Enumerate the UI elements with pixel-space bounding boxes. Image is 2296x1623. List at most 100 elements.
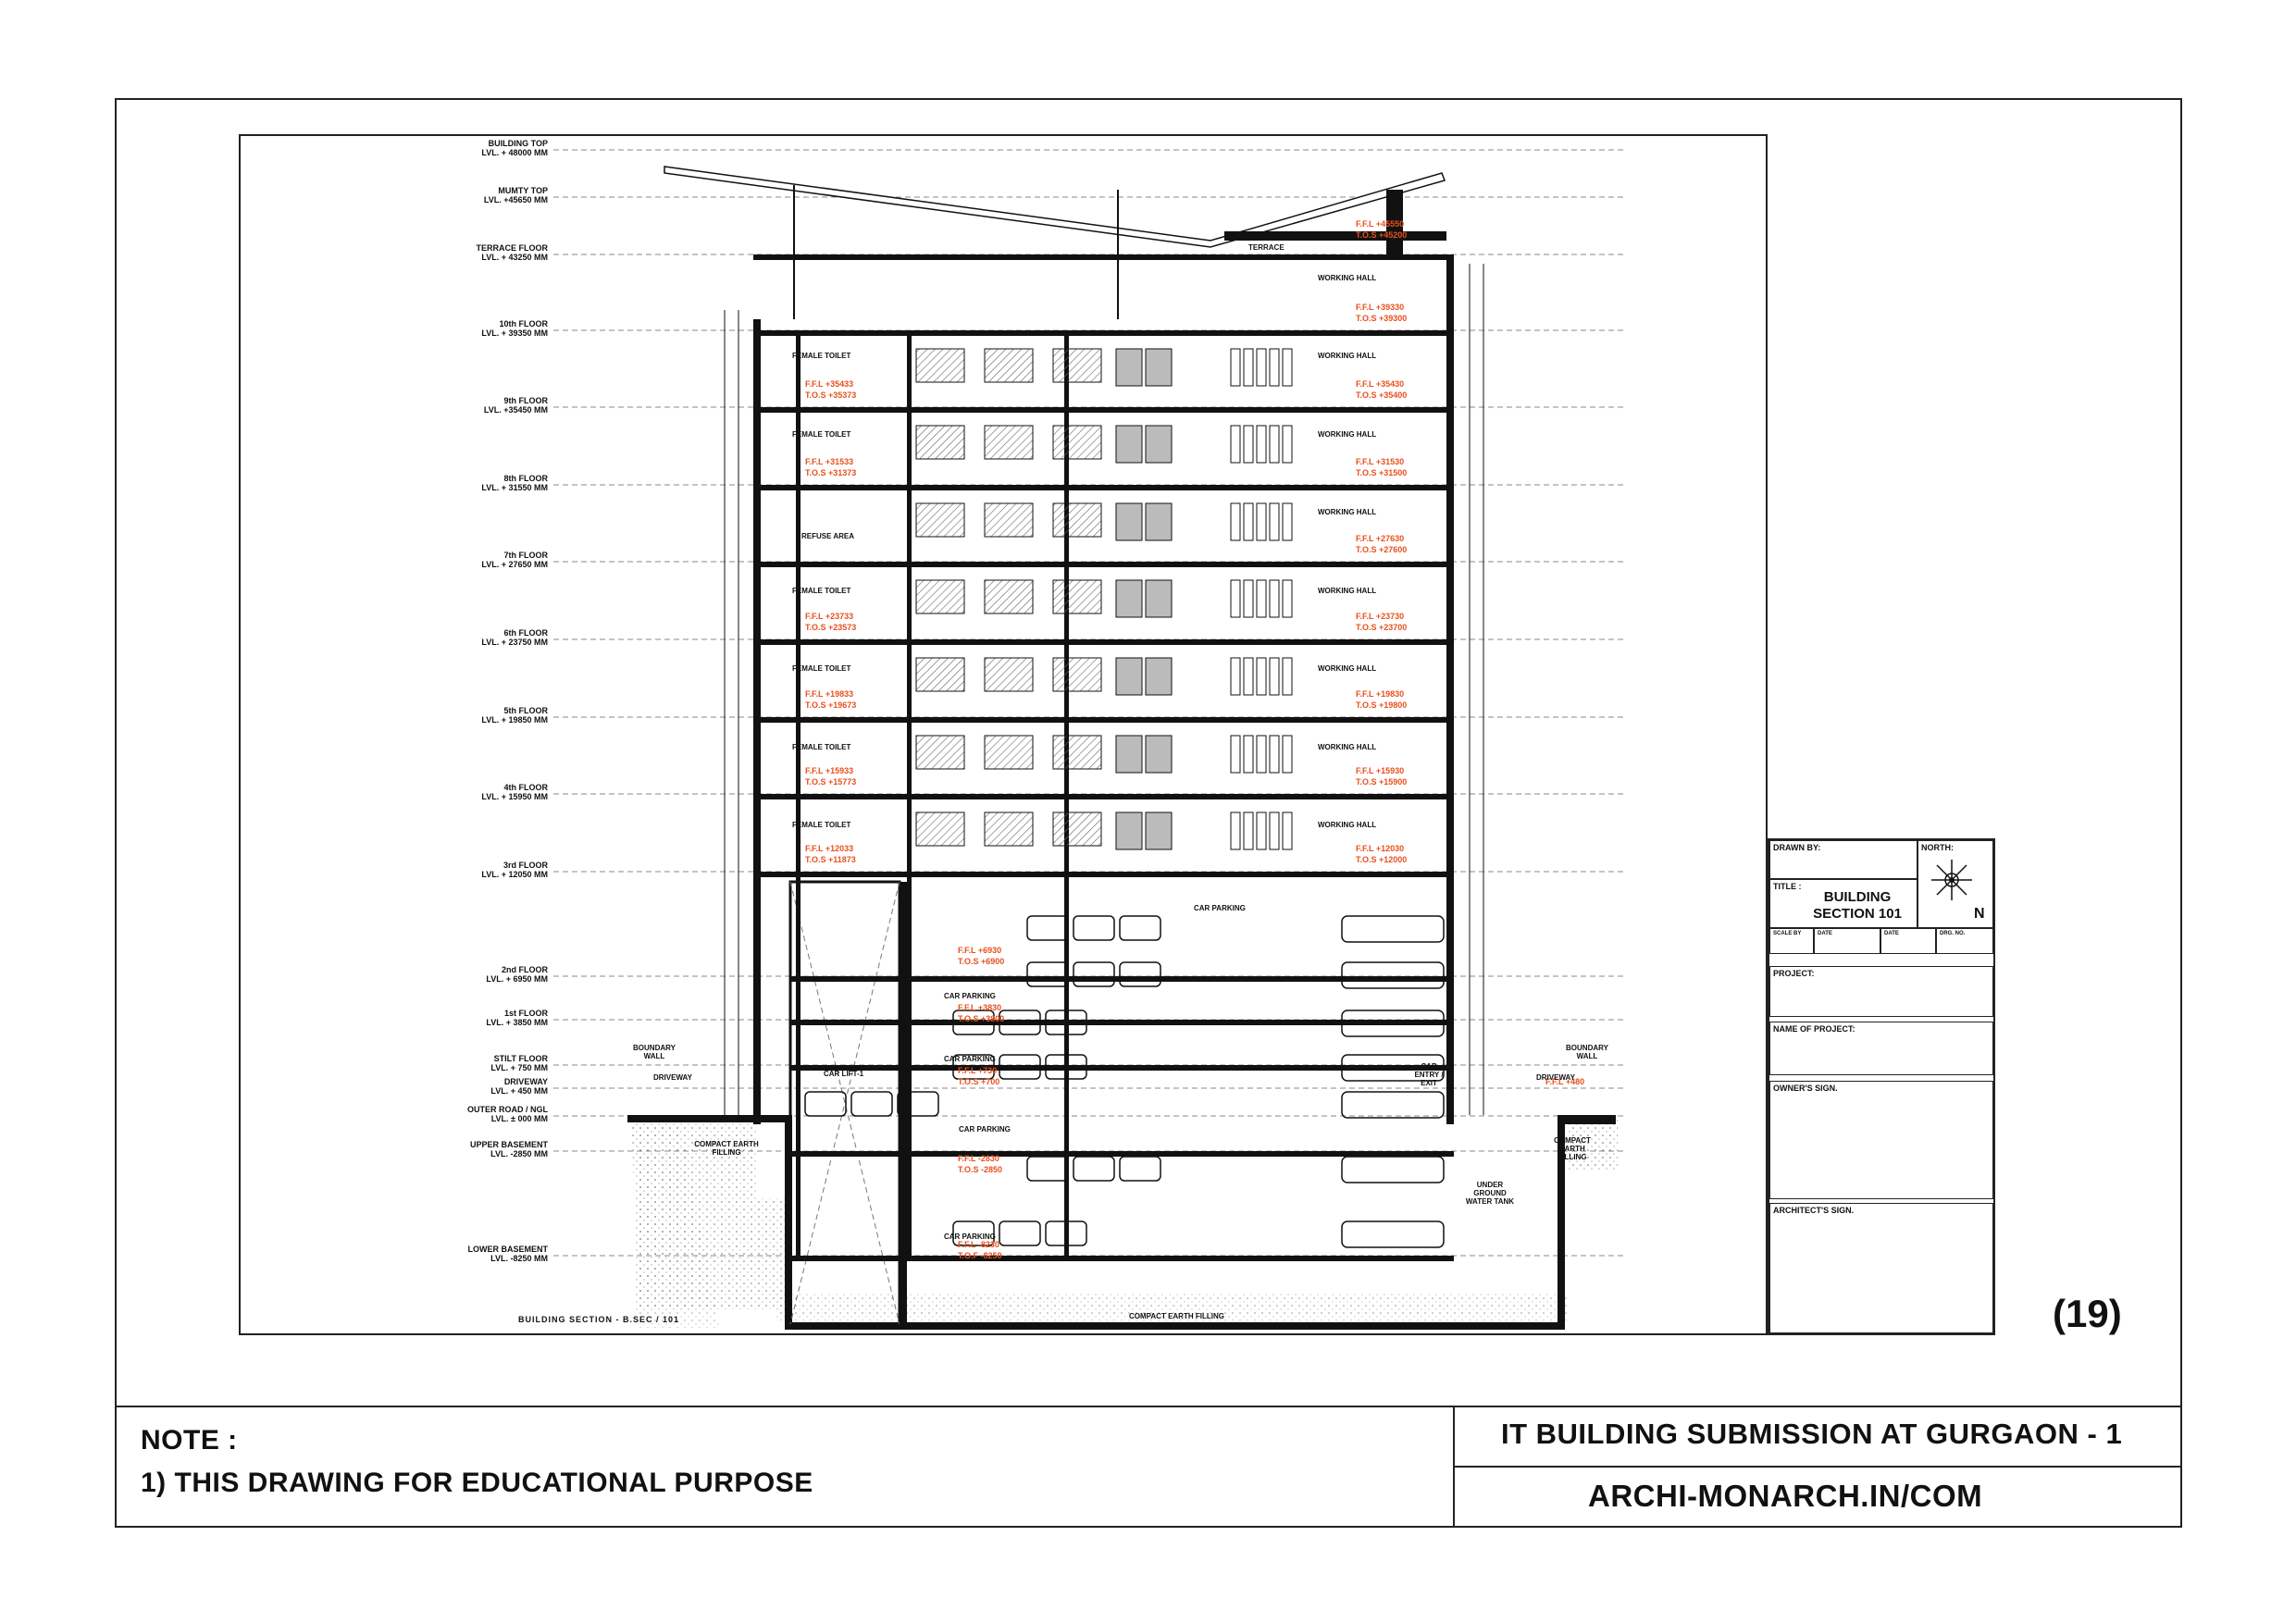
window-panel [915, 502, 965, 538]
ffl-tag: F.F.L +15930 [1356, 766, 1404, 775]
window-panel [915, 348, 965, 383]
title-block: DRAWN BY: NORTH: N TITLE : BUILDING SECT… [1768, 838, 1995, 1335]
window-panel [1052, 735, 1102, 770]
parked-car [1026, 1156, 1069, 1182]
window-panel [1052, 348, 1102, 383]
door-panel [1269, 579, 1280, 618]
level-value: LVL. + 450 MM [490, 1086, 548, 1096]
side-view-car [1341, 1156, 1445, 1183]
door-panel [1269, 812, 1280, 850]
floor-slab [753, 872, 1454, 877]
ffl-tag: T.O.S +31500 [1356, 468, 1407, 477]
door-panel [1282, 657, 1293, 696]
column [907, 485, 912, 562]
window-panel [915, 579, 965, 614]
column [796, 485, 800, 562]
level-name: 9th FLOOR [503, 396, 549, 405]
window-panel [984, 735, 1034, 770]
shaft-block [1145, 812, 1173, 850]
ffl-tag: T.O.S +35400 [1356, 390, 1407, 400]
parked-car [1119, 1156, 1161, 1182]
project-title: IT BUILDING SUBMISSION AT GURGAON - 1 [1501, 1418, 2123, 1450]
door-panel [1243, 812, 1254, 850]
column [1064, 1020, 1069, 1065]
shaft-block [1145, 735, 1173, 774]
name-of-project-label: NAME OF PROJECT: [1773, 1024, 1855, 1034]
floor-slab [753, 407, 1454, 413]
ffl-tag: F.F.L +15933 [805, 766, 853, 775]
drawn-by-label: DRAWN BY: [1773, 843, 1821, 852]
column [1064, 976, 1069, 1020]
ffl-tag: T.O.S +6900 [958, 957, 1004, 966]
window-panel [984, 657, 1034, 692]
date-label: DATE [1818, 931, 1832, 936]
window-panel [984, 348, 1034, 383]
column [796, 872, 800, 976]
working-hall-label: WORKING HALL [1318, 587, 1377, 595]
door-panel [1282, 812, 1293, 850]
shaft-block [1145, 425, 1173, 464]
floor-slab [790, 976, 1454, 982]
driveway-label: DRIVEWAY [653, 1073, 692, 1082]
ffl-tag: F.F.L +3830 [958, 1003, 1001, 1012]
parked-car [1026, 961, 1069, 987]
car-entry-exit-label: CAR ENTRY / EXIT [1414, 1062, 1444, 1087]
level-value: LVL. + 27650 MM [481, 560, 548, 569]
level-value: LVL. + 6950 MM [486, 974, 548, 984]
level-name: 4th FLOOR [503, 783, 549, 792]
ffl-tag: T.O.S +19673 [805, 700, 856, 710]
floor-slab [790, 1151, 1454, 1157]
working-hall-label: WORKING HALL [1318, 664, 1377, 673]
ffl-tag: F.F.L +35433 [805, 379, 853, 389]
floor-slab [753, 717, 1454, 723]
ffl-tag: F.F.L +27630 [1356, 534, 1404, 543]
door-panel [1269, 425, 1280, 464]
working-hall-label: WORKING HALL [1318, 508, 1377, 516]
ffl-tag: T.O.S +39300 [1356, 314, 1407, 323]
level-value: LVL. -8250 MM [490, 1254, 548, 1263]
column [907, 872, 912, 976]
working-hall-label: WORKING HALL [1318, 274, 1377, 282]
floor-slab [753, 562, 1454, 567]
parked-car [952, 1010, 995, 1035]
column [907, 794, 912, 872]
car-parking-label: CAR PARKING [944, 1055, 996, 1063]
level-name: LOWER BASEMENT [467, 1245, 549, 1254]
level-name: DRIVEWAY [503, 1077, 548, 1086]
underground-water-tank-label: UNDER GROUND WATER TANK [1465, 1181, 1515, 1206]
parked-car [952, 1054, 995, 1080]
project-label: PROJECT: [1773, 969, 1815, 978]
note-line: 1) THIS DRAWING FOR EDUCATIONAL PURPOSE [141, 1468, 813, 1498]
terrace-slab [753, 254, 1454, 260]
door-panel [1282, 425, 1293, 464]
north-letter: N [1974, 906, 1985, 922]
ffl-tag: F.F.L +31533 [805, 457, 853, 466]
level-value: LVL. + 48000 MM [481, 148, 548, 157]
level-value: LVL. + 43250 MM [481, 253, 548, 262]
window-panel [984, 579, 1034, 614]
level-value: LVL. + 31550 MM [481, 483, 548, 492]
drg-no-label: DRG. NO. [1940, 931, 1966, 936]
door-panel [1256, 425, 1267, 464]
shaft-block [1145, 657, 1173, 696]
north-cell: NORTH: N [1917, 840, 1993, 928]
door-panel [1256, 502, 1267, 541]
ffl-tag: T.O.S +3800 [958, 1014, 1004, 1023]
column [907, 407, 912, 485]
ffl-tag: T.O.F -8250 [958, 1251, 1002, 1260]
ffl-tag: F.F.L +31530 [1356, 457, 1404, 466]
door-panel [1269, 657, 1280, 696]
ffl-tag: F.F.L +730 [958, 1066, 997, 1075]
level-name: 6th FLOOR [503, 628, 549, 638]
window-panel [1052, 502, 1102, 538]
door-panel [1230, 812, 1241, 850]
side-view-car [1341, 961, 1445, 989]
working-hall-label: WORKING HALL [1318, 821, 1377, 829]
parked-car [1045, 1054, 1087, 1080]
door-panel [1269, 735, 1280, 774]
drawing-area-border [239, 134, 1768, 1335]
